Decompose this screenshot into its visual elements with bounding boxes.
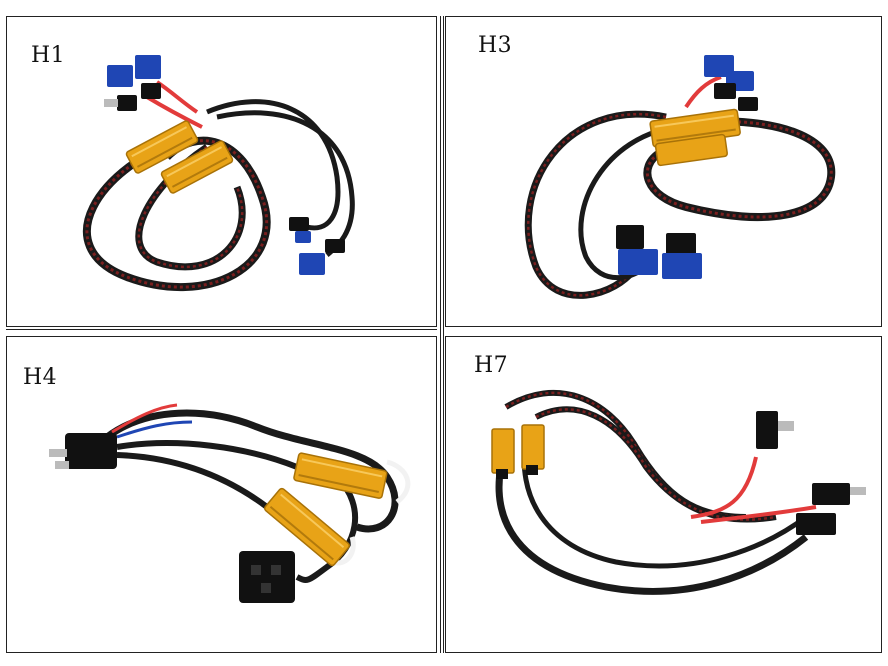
panel-h3: H3: [445, 16, 882, 327]
panel-label: H3: [478, 33, 513, 58]
h1-harness-image: [82, 55, 355, 291]
grid-divider-horizontal: [6, 329, 437, 330]
panel-h4: H4: [6, 336, 437, 653]
grid-divider-vertical-2: [443, 16, 444, 653]
panel-h1: H1: [6, 16, 437, 327]
h3-harness-image: [524, 55, 836, 299]
h4-harness-image: [49, 403, 411, 603]
panel-h7: H7: [445, 336, 882, 653]
panel-label: H1: [31, 43, 66, 68]
grid-divider-vertical: [440, 16, 441, 653]
panel-label: H4: [23, 365, 58, 390]
h7-harness-image: [491, 390, 866, 595]
panel-label: H7: [474, 353, 509, 378]
